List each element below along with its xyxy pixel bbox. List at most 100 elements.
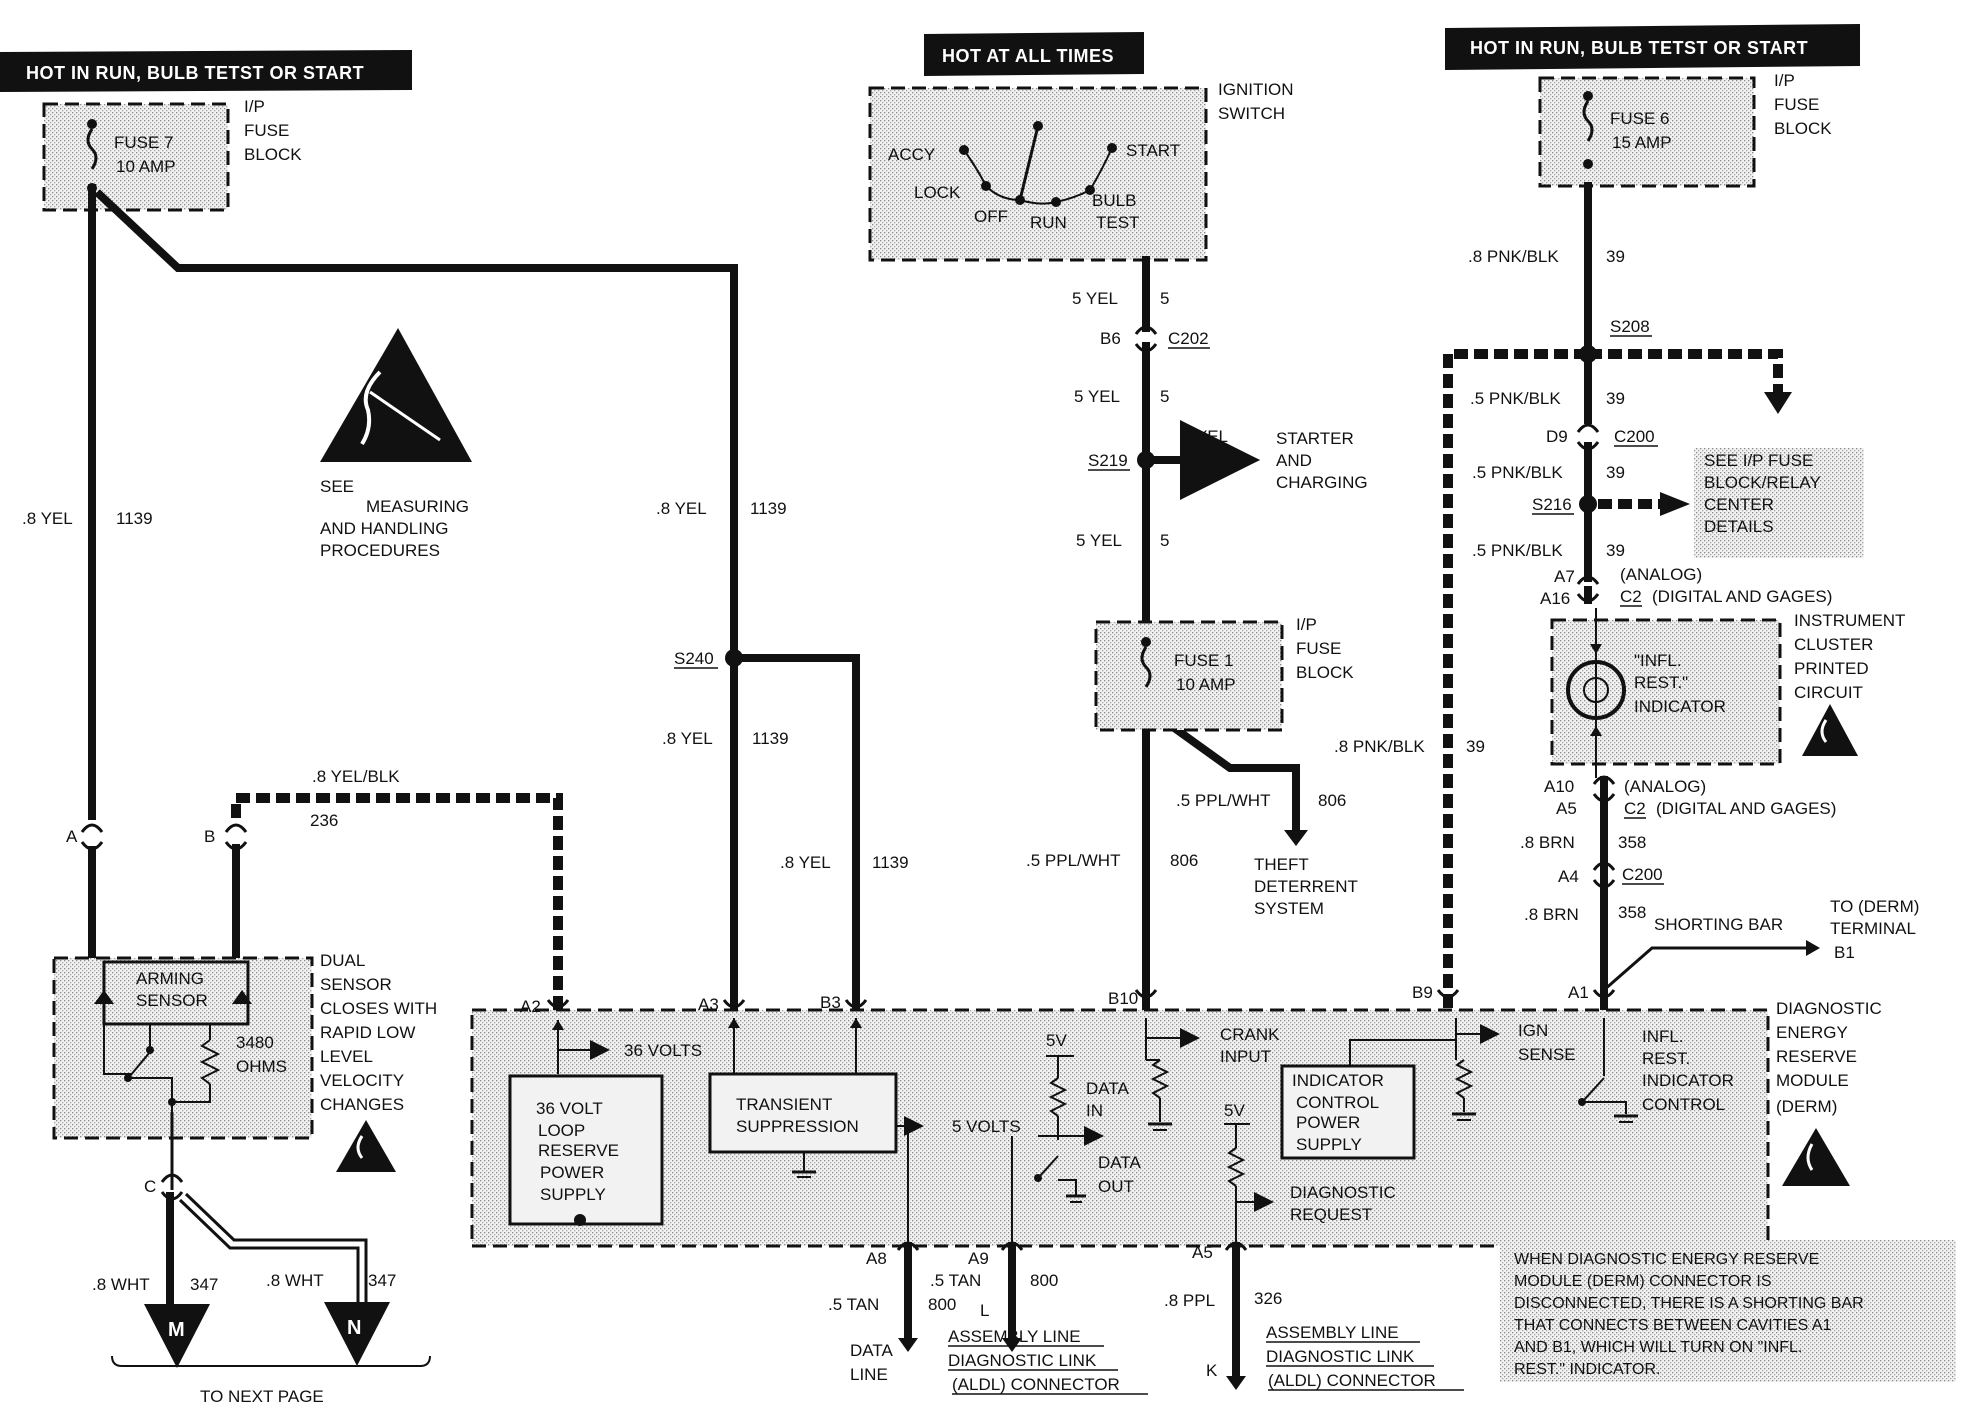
instrument-cluster: "INFL. REST." INDICATOR INSTRUMENT CLUST… xyxy=(1550,608,1905,778)
svg-text:THAT CONNECTS BETWEEN CAVITIES: THAT CONNECTS BETWEEN CAVITIES A1 xyxy=(1514,1317,1831,1334)
wire-39-d-circuit: 39 xyxy=(1606,541,1625,560)
svg-text:INSTRUMENT: INSTRUMENT xyxy=(1794,611,1905,630)
wire-39-c-gauge: .5 PNK/BLK xyxy=(1472,463,1563,482)
output-n: N xyxy=(324,1302,390,1366)
shorting-bar-label: SHORTING BAR xyxy=(1654,915,1783,934)
wire-326-circuit: 326 xyxy=(1254,1289,1282,1308)
esd-warning-icon-small xyxy=(336,1120,396,1172)
wire-1139-mid-circuit: 1139 xyxy=(750,499,787,518)
svg-text:(ANALOG): (ANALOG) xyxy=(1620,565,1702,584)
wire-236-circuit: 236 xyxy=(310,811,338,830)
svg-text:BULB: BULB xyxy=(1092,191,1136,210)
wire-806-a-circuit: 806 xyxy=(1318,791,1346,810)
svg-text:INFL.: INFL. xyxy=(1642,1027,1684,1046)
svg-text:OFF: OFF xyxy=(974,207,1008,226)
svg-text:A8: A8 xyxy=(866,1249,887,1268)
svg-text:CONTROL: CONTROL xyxy=(1642,1095,1725,1114)
svg-text:IN: IN xyxy=(1086,1101,1103,1120)
svg-text:AND B1, WHICH WILL TURN ON "IN: AND B1, WHICH WILL TURN ON "INFL. xyxy=(1514,1339,1802,1356)
svg-text:CLUSTER: CLUSTER xyxy=(1794,635,1873,654)
svg-text:B: B xyxy=(204,827,215,846)
svg-text:(ALDL) CONNECTOR: (ALDL) CONNECTOR xyxy=(952,1375,1120,1394)
svg-text:S208: S208 xyxy=(1610,317,1650,336)
svg-text:REST.": REST." xyxy=(1634,673,1688,692)
fuse-symbol-icon xyxy=(86,128,98,170)
svg-text:C2: C2 xyxy=(1624,799,1646,818)
svg-text:CENTER: CENTER xyxy=(1704,495,1774,514)
svg-text:THEFT: THEFT xyxy=(1254,855,1309,874)
svg-text:REST.: REST. xyxy=(1642,1049,1690,1068)
wire-358-b-gauge: .8 BRN xyxy=(1524,905,1579,924)
svg-text:I/P: I/P xyxy=(1774,71,1795,90)
svg-text:CRANK: CRANK xyxy=(1220,1025,1280,1044)
svg-text:POWER: POWER xyxy=(1296,1113,1360,1132)
svg-text:DIAGNOSTIC LINK: DIAGNOSTIC LINK xyxy=(948,1351,1097,1370)
svg-text:ASSEMBLY LINE: ASSEMBLY LINE xyxy=(948,1327,1081,1346)
svg-text:DIAGNOSTIC LINK: DIAGNOSTIC LINK xyxy=(1266,1347,1415,1366)
svg-text:I/P: I/P xyxy=(244,97,265,116)
fuse-symbol-icon xyxy=(1582,100,1594,142)
svg-text:DIAGNOSTIC: DIAGNOSTIC xyxy=(1776,999,1882,1018)
svg-text:ASSEMBLY LINE: ASSEMBLY LINE xyxy=(1266,1323,1399,1342)
svg-text:REST." INDICATOR.: REST." INDICATOR. xyxy=(1514,1361,1660,1378)
svg-text:C: C xyxy=(144,1177,156,1196)
derm-36-volts-label: 36 VOLTS xyxy=(624,1041,702,1060)
svg-text:PRINTED: PRINTED xyxy=(1794,659,1869,678)
wire-39-e-circuit: 39 xyxy=(1466,737,1485,756)
connector-pin-a: A xyxy=(66,823,104,851)
esd-warning-icon-derm xyxy=(1782,1128,1850,1186)
svg-text:DETAILS: DETAILS xyxy=(1704,517,1774,536)
connector-pin-c: C xyxy=(144,1173,184,1201)
svg-text:SUPPLY: SUPPLY xyxy=(1296,1135,1362,1154)
wire-5-c-circuit: 5 xyxy=(1160,531,1169,550)
svg-text:C200: C200 xyxy=(1614,427,1655,446)
derm-5-volts-label: 5 VOLTS xyxy=(952,1117,1021,1136)
wire-358-a-gauge: .8 BRN xyxy=(1520,833,1575,852)
svg-text:PROCEDURES: PROCEDURES xyxy=(320,541,440,560)
wire-1139-mid-gauge: .8 YEL xyxy=(656,499,707,518)
shorting-bar-note: WHEN DIAGNOSTIC ENERGY RESERVE MODULE (D… xyxy=(1500,1240,1956,1382)
wire-5-branch-circuit: 5 xyxy=(1182,471,1191,490)
splice-s240: S240 xyxy=(674,649,743,669)
wire-347-a-circuit: 347 xyxy=(190,1275,218,1294)
connector-c202: B6 C202 xyxy=(1100,325,1210,353)
svg-text:(DERM): (DERM) xyxy=(1776,1097,1837,1116)
svg-text:TO (DERM): TO (DERM) xyxy=(1830,897,1919,916)
svg-text:BLOCK/RELAY: BLOCK/RELAY xyxy=(1704,473,1821,492)
svg-text:"INFL.: "INFL. xyxy=(1634,651,1682,670)
svg-text:IGN: IGN xyxy=(1518,1021,1548,1040)
svg-text:36 VOLT: 36 VOLT xyxy=(536,1099,603,1118)
svg-text:CHANGES: CHANGES xyxy=(320,1095,404,1114)
svg-text:(DIGITAL AND GAGES): (DIGITAL AND GAGES) xyxy=(1656,799,1836,818)
svg-text:MODULE (DERM) CONNECTOR IS: MODULE (DERM) CONNECTOR IS xyxy=(1514,1273,1772,1290)
theft-deterrent-label: THEFT DETERRENT SYSTEM xyxy=(1254,855,1358,918)
pin-a8: A8 xyxy=(866,1241,920,1268)
wire-347-b-gauge: .8 WHT xyxy=(266,1271,324,1290)
splice-s219: S219 xyxy=(1088,451,1155,471)
wires-c-output xyxy=(166,1192,368,1316)
esd-warning-icon-cluster xyxy=(1802,704,1858,756)
svg-text:M: M xyxy=(168,1319,185,1341)
svg-text:A1: A1 xyxy=(1568,983,1589,1002)
indicator-control-supply xyxy=(1280,1064,1416,1160)
pin-b10: B10 xyxy=(1108,989,1158,1008)
fuse-symbol-icon xyxy=(1140,646,1152,688)
pin-a5: A5 xyxy=(1192,1241,1248,1262)
svg-text:I/P: I/P xyxy=(1296,615,1317,634)
svg-text:MEASURING: MEASURING xyxy=(366,497,469,516)
wire-326-gauge: .8 PPL xyxy=(1164,1291,1215,1310)
svg-text:AND HANDLING: AND HANDLING xyxy=(320,519,448,538)
ignition-switch: IGNITION SWITCH ACCY LOCK OFF RUN BULB T… xyxy=(868,80,1294,262)
wire-347-b-circuit: 347 xyxy=(368,1271,396,1290)
wires-right xyxy=(1443,182,1820,1014)
wire-39-b-gauge: .5 PNK/BLK xyxy=(1470,389,1561,408)
svg-text:5V: 5V xyxy=(1046,1031,1067,1050)
next-page-bracket: TO NEXT PAGE xyxy=(111,1355,431,1406)
svg-text:A9: A9 xyxy=(968,1249,989,1268)
svg-text:FUSE 6: FUSE 6 xyxy=(1610,109,1670,128)
wire-1139-b3-circuit: 1139 xyxy=(872,853,909,872)
svg-text:A3: A3 xyxy=(698,995,719,1014)
bottom-outputs xyxy=(898,1242,1246,1390)
derm-module: DIAGNOSTIC ENERGY RESERVE MODULE (DERM) xyxy=(470,999,1882,1248)
wire-358-a-circuit: 358 xyxy=(1618,833,1646,852)
